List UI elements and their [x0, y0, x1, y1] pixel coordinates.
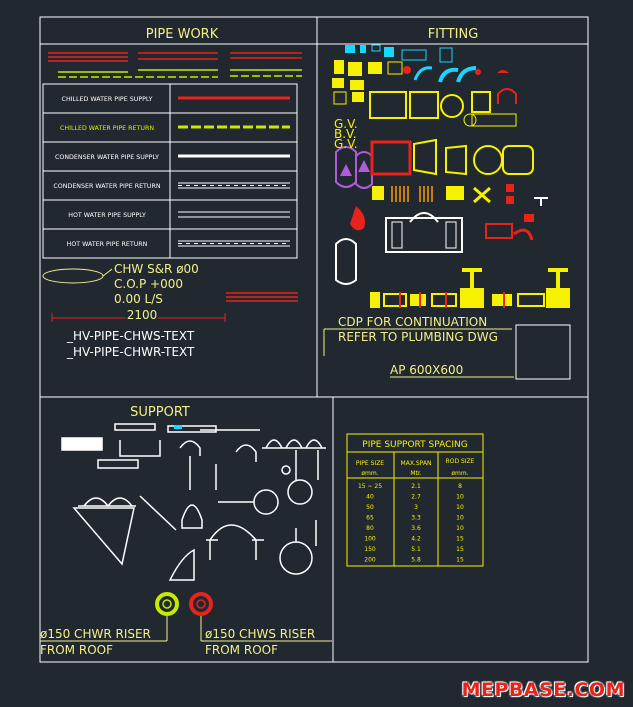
table-cell: 15 ~ 25: [358, 483, 382, 490]
valve-label-bv: B.V.: [334, 127, 357, 141]
tag-line-4: 2100: [127, 308, 158, 322]
table-header: MAX.SPAN: [401, 460, 432, 467]
table-cell: 80: [366, 525, 374, 532]
table-cell: 5.1: [411, 546, 421, 553]
legend-label: CONDENSER WATER PIPE RETURN: [53, 183, 160, 190]
riser-chwr-line1: ø150 CHWR RISER: [40, 627, 151, 641]
table-cell: 10: [456, 515, 464, 522]
table-cell: 200: [364, 557, 376, 564]
note-cdp: CDP FOR CONTINUATION: [338, 315, 487, 329]
table-cell: 3.6: [411, 525, 421, 532]
support-symbols: [61, 423, 326, 581]
table-header: PIPE SIZE: [356, 460, 384, 467]
table-cell: 10: [456, 504, 464, 511]
legend-label: CONDENSER WATER PIPE SUPPLY: [55, 154, 159, 161]
support-title: SUPPORT: [130, 405, 190, 420]
fitting-title: FITTING: [428, 27, 479, 42]
hv-text-chwr: _HV-PIPE-CHWR-TEXT: [66, 345, 195, 359]
table-header-unit: Mtr.: [410, 470, 421, 477]
fitting-symbols: [332, 44, 570, 308]
valve-label-gv-2: G.V.: [334, 137, 358, 151]
table-cell: 3: [414, 504, 418, 511]
mepbase-watermark: MEPBASE.COM: [461, 679, 625, 701]
table-cell: 65: [366, 515, 374, 522]
table-cell: 10: [456, 525, 464, 532]
table-cell: 10: [456, 494, 464, 501]
table-cell: 8: [458, 483, 462, 490]
support-spacing-table: [346, 433, 484, 567]
table-cell: 5.8: [411, 557, 421, 564]
table-header-unit: ømm.: [451, 470, 468, 477]
legend-line-hws: [178, 211, 290, 218]
table-cell: 4.2: [411, 536, 421, 543]
tag-line-2: C.O.P +000: [114, 277, 183, 291]
table-header: ROD SIZE: [446, 458, 475, 465]
table-body: 15 ~ 25 2.1 8 40 2.7 10 50 3 10 65 3.3 10 80 3.6 10 100…: [358, 483, 464, 564]
table-cell: 3.3: [411, 515, 421, 522]
riser-chws-line1: ø150 CHWS RISER: [205, 627, 315, 641]
tag-line-1: CHW S&R ø00: [114, 262, 199, 276]
table-cell: 100: [364, 536, 376, 543]
note-ap: AP 600X600: [390, 363, 463, 377]
pipe-tag: CHW S&R ø00 C.O.P +000 0.00 L/S 2100: [42, 262, 298, 324]
table-cell: 2.1: [411, 483, 421, 490]
fitting-notes: CDP FOR CONTINUATION REFER TO PLUMBING D…: [323, 315, 571, 380]
riser-chws-line2: FROM ROOF: [205, 643, 278, 657]
table-cell: 15: [456, 536, 464, 543]
note-refer: REFER TO PLUMBING DWG: [338, 330, 498, 344]
hv-text-chws: _HV-PIPE-CHWS-TEXT: [66, 329, 195, 343]
table-title: PIPE SUPPORT SPACING: [362, 440, 467, 450]
drawing-frame: [39, 16, 589, 663]
pipe-legend: CHILLED WATER PIPE SUPPLY CHILLED WATER …: [42, 83, 298, 259]
table-cell: 15: [456, 546, 464, 553]
table-cell: 2.7: [411, 494, 421, 501]
table-cell: 40: [366, 494, 374, 501]
legend-line-cwr: [178, 182, 290, 189]
tag-line-3: 0.00 L/S: [114, 292, 163, 306]
valve-label-gv: G.V.: [334, 117, 358, 131]
pipe-line-samples: [48, 52, 302, 78]
pipe-work-title: PIPE WORK: [146, 27, 219, 42]
legend-label: HOT WATER PIPE SUPPLY: [68, 212, 146, 219]
table-cell: 15: [456, 557, 464, 564]
legend-label: CHILLED WATER PIPE RETURN: [60, 125, 154, 132]
legend-label: HOT WATER PIPE RETURN: [67, 241, 148, 248]
table-cell: 50: [366, 504, 374, 511]
table-cell: 150: [364, 546, 376, 553]
riser-symbols: [40, 592, 332, 642]
table-header-unit: ømm.: [361, 470, 378, 477]
legend-label: CHILLED WATER PIPE SUPPLY: [62, 96, 153, 103]
legend-line-hwr: [178, 240, 290, 247]
riser-chwr-line2: FROM ROOF: [40, 643, 113, 657]
